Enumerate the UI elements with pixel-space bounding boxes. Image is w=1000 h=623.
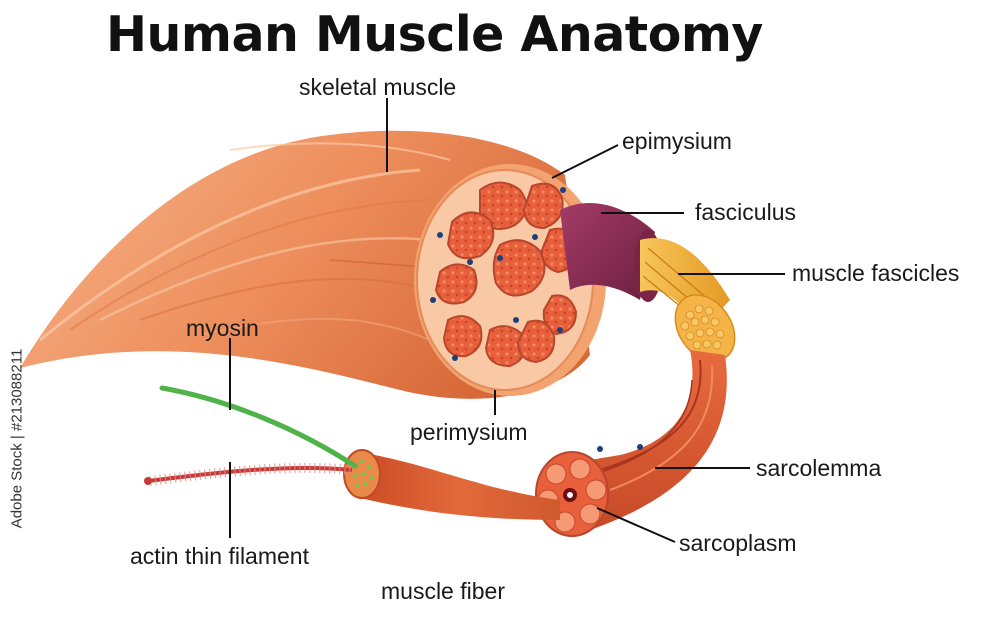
actin-filament [144, 462, 353, 486]
label-muscle-fiber: muscle fiber [381, 578, 505, 604]
label-sarcolemma: sarcolemma [756, 455, 882, 481]
label-myosin: myosin [186, 315, 259, 341]
stock-watermark: Adobe Stock | #213088211 [8, 348, 26, 529]
label-fasciculus: fasciculus [695, 199, 796, 225]
label-perimysium: perimysium [410, 419, 528, 445]
leader-lines [229, 98, 785, 543]
muscle-cross-section [414, 164, 606, 396]
label-skeletal-muscle: skeletal muscle [299, 74, 457, 100]
label-sarcoplasm: sarcoplasm [679, 530, 797, 556]
fiber-cross-section [535, 451, 609, 537]
muscle-fiber-shape [343, 449, 560, 520]
muscle-fascicles-shape [640, 238, 736, 362]
label-actin-thin-filament: actin thin filament [130, 543, 309, 569]
label-epimysium: epimysium [622, 128, 732, 154]
label-muscle-fascicles: muscle fascicles [792, 260, 960, 286]
page-title: Human Muscle Anatomy [106, 6, 763, 63]
myosin-filament [159, 385, 358, 469]
